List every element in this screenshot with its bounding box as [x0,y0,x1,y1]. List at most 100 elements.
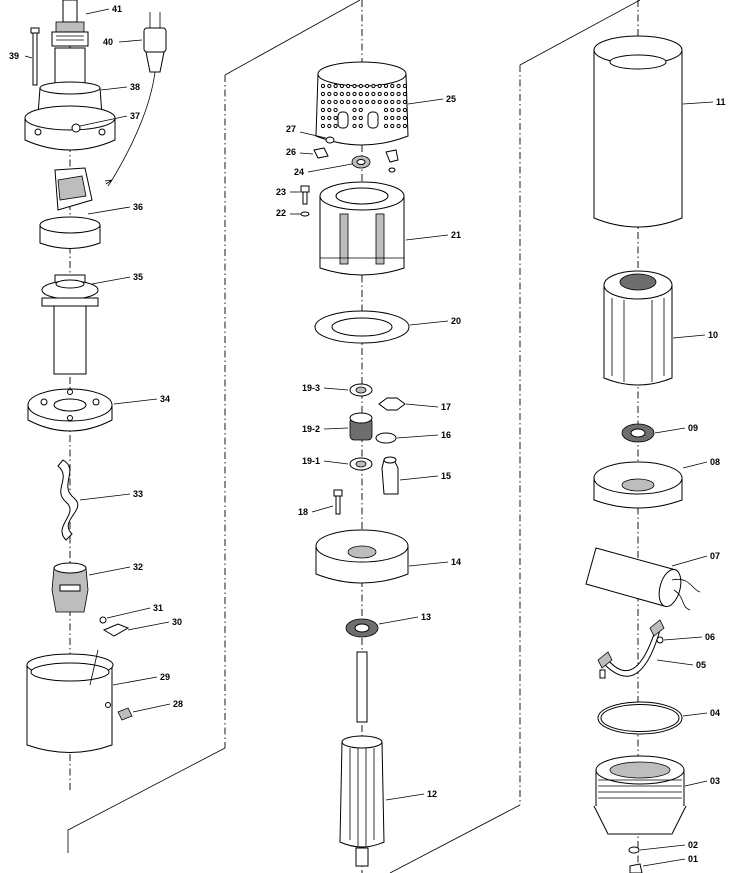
callout-label-20: 20 [451,316,461,326]
strainer-hole [383,123,389,129]
callout-label-06: 06 [705,632,715,642]
strainer-hole [320,115,326,121]
part-bolt-right [385,149,399,173]
callout-label-14: 14 [451,557,461,567]
strainer-hole [358,91,363,97]
part-36-valve-body [39,167,101,249]
strainer-hole [402,99,407,105]
strainer-hole [327,115,332,121]
part-41-hose-nipple [51,0,89,47]
leader-line-34 [113,398,158,405]
leader-line-19-2 [323,427,349,430]
strainer-hole [320,123,326,129]
callout-label-04: 04 [710,708,720,718]
callout-label-19-3: 19-3 [302,383,320,393]
callout-label-24: 24 [294,167,304,177]
strainer-hole [320,91,326,97]
strainer-hole [390,83,395,89]
part-28-screw [117,707,133,721]
callout-label-21: 21 [451,230,461,240]
strainer-hole [320,99,326,105]
leader-line-07 [671,555,708,567]
callout-label-26: 26 [286,147,296,157]
leader-line-39 [24,55,33,59]
strainer-hole [339,91,344,97]
leader-line-19-3 [323,387,349,391]
callout-label-16: 16 [441,430,451,440]
strainer-hole [333,99,338,105]
strainer-hole [358,123,363,129]
leader-line-18 [311,505,334,513]
strainer-hole [383,99,389,105]
callout-label-41: 41 [112,4,122,14]
part-38-top-housing [24,47,116,151]
strainer-hole [327,83,332,89]
leader-line-31 [106,607,151,619]
leader-line-01 [642,858,686,867]
callout-label-37: 37 [130,111,140,121]
part-20-gasket [314,310,410,344]
callout-label-03: 03 [710,776,720,786]
part-24-seal-ring [351,155,371,169]
strainer-hole [327,107,332,113]
callout-label-18: 18 [298,507,308,517]
callout-label-13: 13 [421,612,431,622]
leader-line-33 [79,493,131,501]
strainer-hole [365,83,370,89]
callout-label-19-1: 19-1 [302,456,320,466]
part-40-power-plug [104,12,167,187]
part-19-3-seal [349,383,373,397]
callout-label-35: 35 [133,272,143,282]
strainer-hole [402,83,407,89]
part-25-strainer-screen [315,61,409,146]
part-21-pump-head [319,181,405,276]
callout-label-39: 39 [9,51,19,61]
leader-line-13 [378,616,419,625]
column-separators [67,0,641,873]
leader-line-16 [396,434,439,439]
leader-line-03 [684,780,708,787]
leader-line-38 [100,86,128,91]
leader-line-08 [682,461,708,469]
part-07-capacitor [585,547,701,611]
strainer-hole [383,115,389,121]
part-30-bracket [102,623,130,637]
leader-line-24 [307,163,353,173]
part-23-bolt [300,185,310,205]
leader-line-02 [639,844,686,851]
strainer-hole [333,123,338,129]
strainer-hole [352,99,357,105]
strainer-hole [396,107,401,113]
part-19-2-seal [349,412,373,441]
callout-label-05: 05 [696,660,706,670]
part-14-bearing-housing [315,529,409,584]
leader-line-12 [385,793,425,801]
callout-label-33: 33 [133,489,143,499]
callout-label-36: 36 [133,202,143,212]
strainer-hole [371,83,376,89]
strainer-hole [383,83,389,89]
part-10-stator [603,270,673,386]
leader-line-10 [672,334,706,339]
part-09-bearing [621,423,655,443]
leader-line-29 [112,676,158,686]
part-16-cap [375,432,397,444]
strainer-hole [352,107,357,113]
strainer-hole [352,91,357,97]
strainer-hole [396,99,401,105]
strainer-hole [390,107,395,113]
strainer-hole [352,115,357,121]
strainer-hole [320,107,326,113]
callout-labels: 4140393837363534333231302928272625242322… [9,4,726,864]
leader-line-20 [409,320,449,326]
callout-label-28: 28 [173,699,183,709]
leader-line-35 [91,276,131,285]
strainer-hole [346,83,351,89]
leader-line-19-1 [323,460,349,465]
part-27-washer [325,136,335,144]
leader-line-36 [87,206,131,215]
strainer-hole [365,99,370,105]
callout-label-25: 25 [446,94,456,104]
strainer-hole [333,115,338,121]
strainer-hole [402,107,407,113]
